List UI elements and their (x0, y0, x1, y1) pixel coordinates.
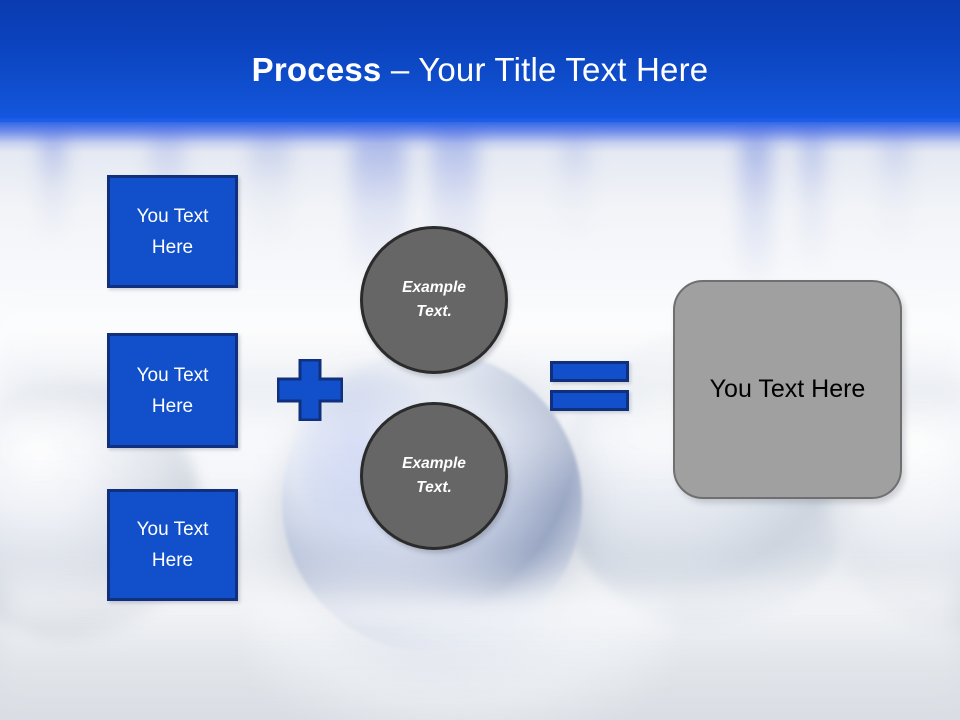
process-circle-1-line2: Text. (416, 303, 452, 320)
plus-icon[interactable] (277, 359, 343, 421)
input-box-2[interactable]: You Text Here (107, 333, 238, 448)
equals-icon[interactable] (550, 361, 629, 411)
input-box-2-label: You Text Here (136, 364, 209, 417)
process-circle-1[interactable]: Example Text. (360, 226, 508, 374)
process-circle-2[interactable]: Example Text. (360, 402, 508, 550)
input-box-1-label: You Text Here (136, 205, 209, 258)
page-title-strong: Process (251, 51, 382, 88)
process-circle-1-line1: Example (402, 279, 466, 296)
page-title-separator: – (381, 51, 419, 88)
title-bar (0, 0, 960, 122)
page-title: Process – Your Title Text Here (0, 50, 960, 90)
process-circle-2-line1: Example (402, 455, 466, 472)
input-box-3[interactable]: You Text Here (107, 489, 238, 601)
input-box-3-label: You Text Here (136, 519, 209, 571)
result-box-label: You Text Here (709, 375, 866, 403)
page-title-light: Your Title Text Here (418, 51, 709, 88)
equals-bar-top (550, 361, 629, 382)
title-bar-fade (0, 118, 960, 152)
input-box-1[interactable]: You Text Here (107, 175, 238, 288)
result-box[interactable]: You Text Here (673, 280, 902, 499)
process-circle-2-line2: Text. (416, 479, 452, 496)
equals-bar-bottom (550, 390, 629, 411)
